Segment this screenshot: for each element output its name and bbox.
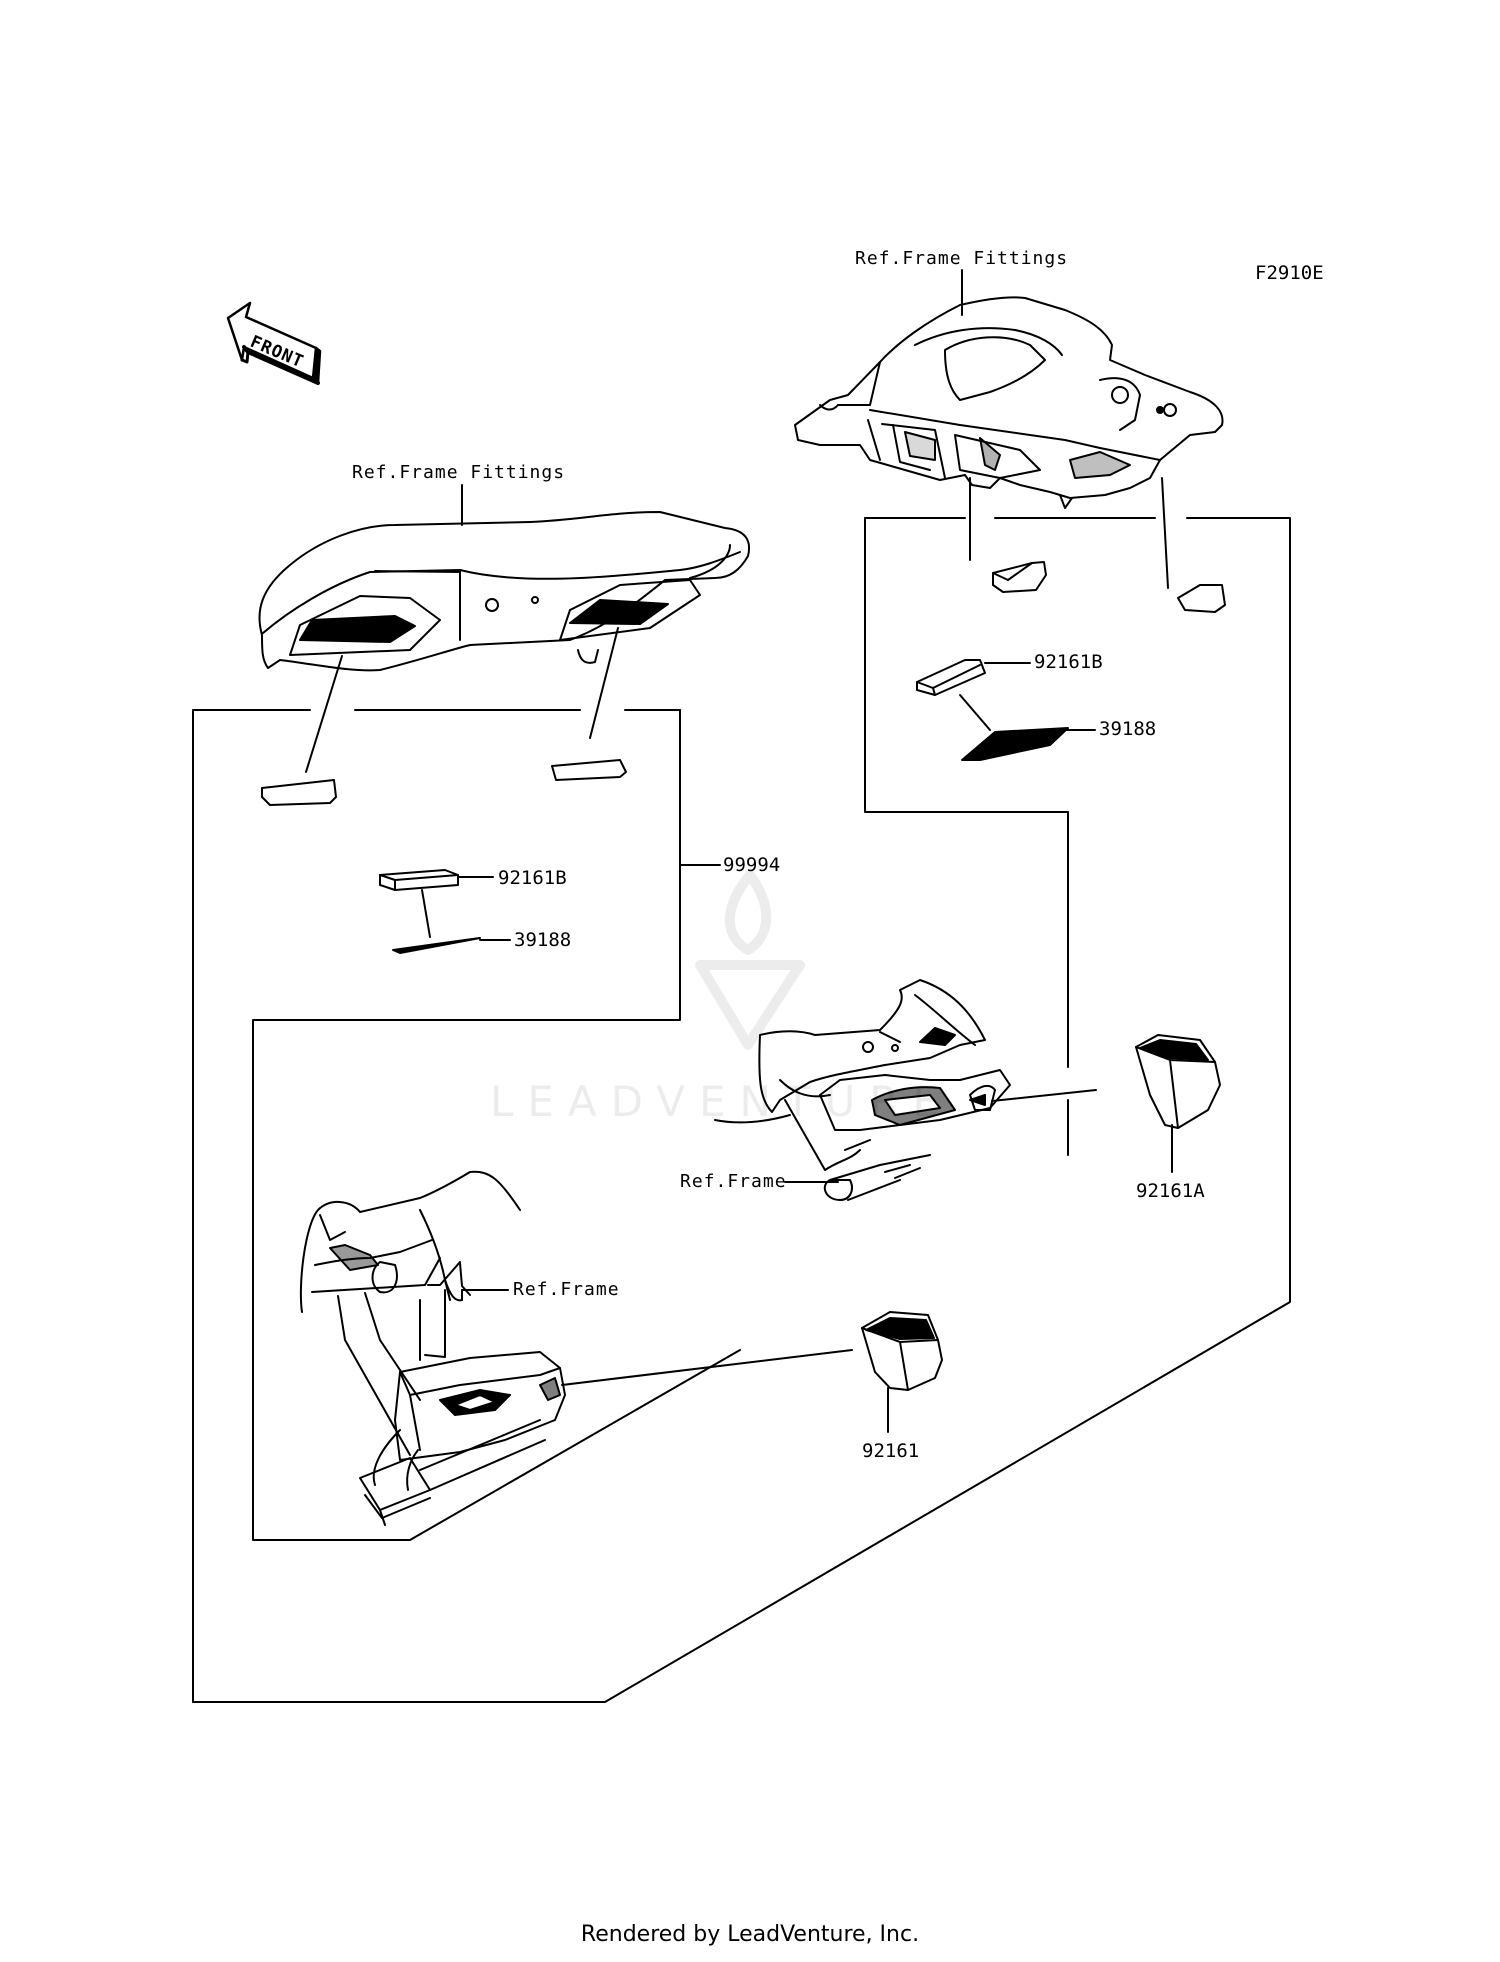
part-number-92161b-left: 92161B <box>498 867 567 889</box>
part-number-39188-left: 39188 <box>514 929 572 951</box>
part-39188-right <box>961 727 1069 761</box>
part-number-92161b-right: 92161B <box>1034 651 1103 673</box>
diagram-code: F2910E <box>1255 262 1324 284</box>
label-ref-frame-left: Ref.Frame <box>513 1279 620 1300</box>
footer-credit: Rendered by LeadVenture, Inc. <box>580 1922 920 1947</box>
part-number-92161: 92161 <box>862 1440 920 1462</box>
label-ref-frame-right: Ref.Frame <box>680 1171 787 1192</box>
label-ref-frame-fittings-top: Ref.Frame Fittings <box>855 248 1069 269</box>
part-92161b-left <box>379 869 459 891</box>
frame-fittings-left-drawing <box>258 511 750 672</box>
part-92161 <box>861 1311 943 1391</box>
frame-bracket-right-drawing <box>714 979 1011 1201</box>
part-92161b-right <box>916 659 986 696</box>
small-label-left-b <box>551 759 627 781</box>
small-label-right-a <box>992 561 1047 593</box>
frame-bracket-left-drawing <box>299 1170 566 1526</box>
part-number-92161a: 92161A <box>1136 1180 1205 1202</box>
watermark-logo <box>695 870 805 1050</box>
small-label-left-a <box>261 779 337 806</box>
part-39188-left <box>392 937 481 954</box>
watermark-text: LEADVENTURE <box>490 1077 954 1126</box>
frame-fittings-top-drawing <box>794 296 1224 509</box>
outline-kit-left <box>192 517 1291 1703</box>
part-number-99994: 99994 <box>723 854 781 876</box>
part-92161a <box>1135 1034 1221 1129</box>
front-arrow-icon <box>226 301 322 385</box>
part-number-39188-right: 39188 <box>1099 718 1157 740</box>
label-ref-frame-fittings-left: Ref.Frame Fittings <box>352 462 566 483</box>
small-label-right-b <box>1177 584 1226 613</box>
